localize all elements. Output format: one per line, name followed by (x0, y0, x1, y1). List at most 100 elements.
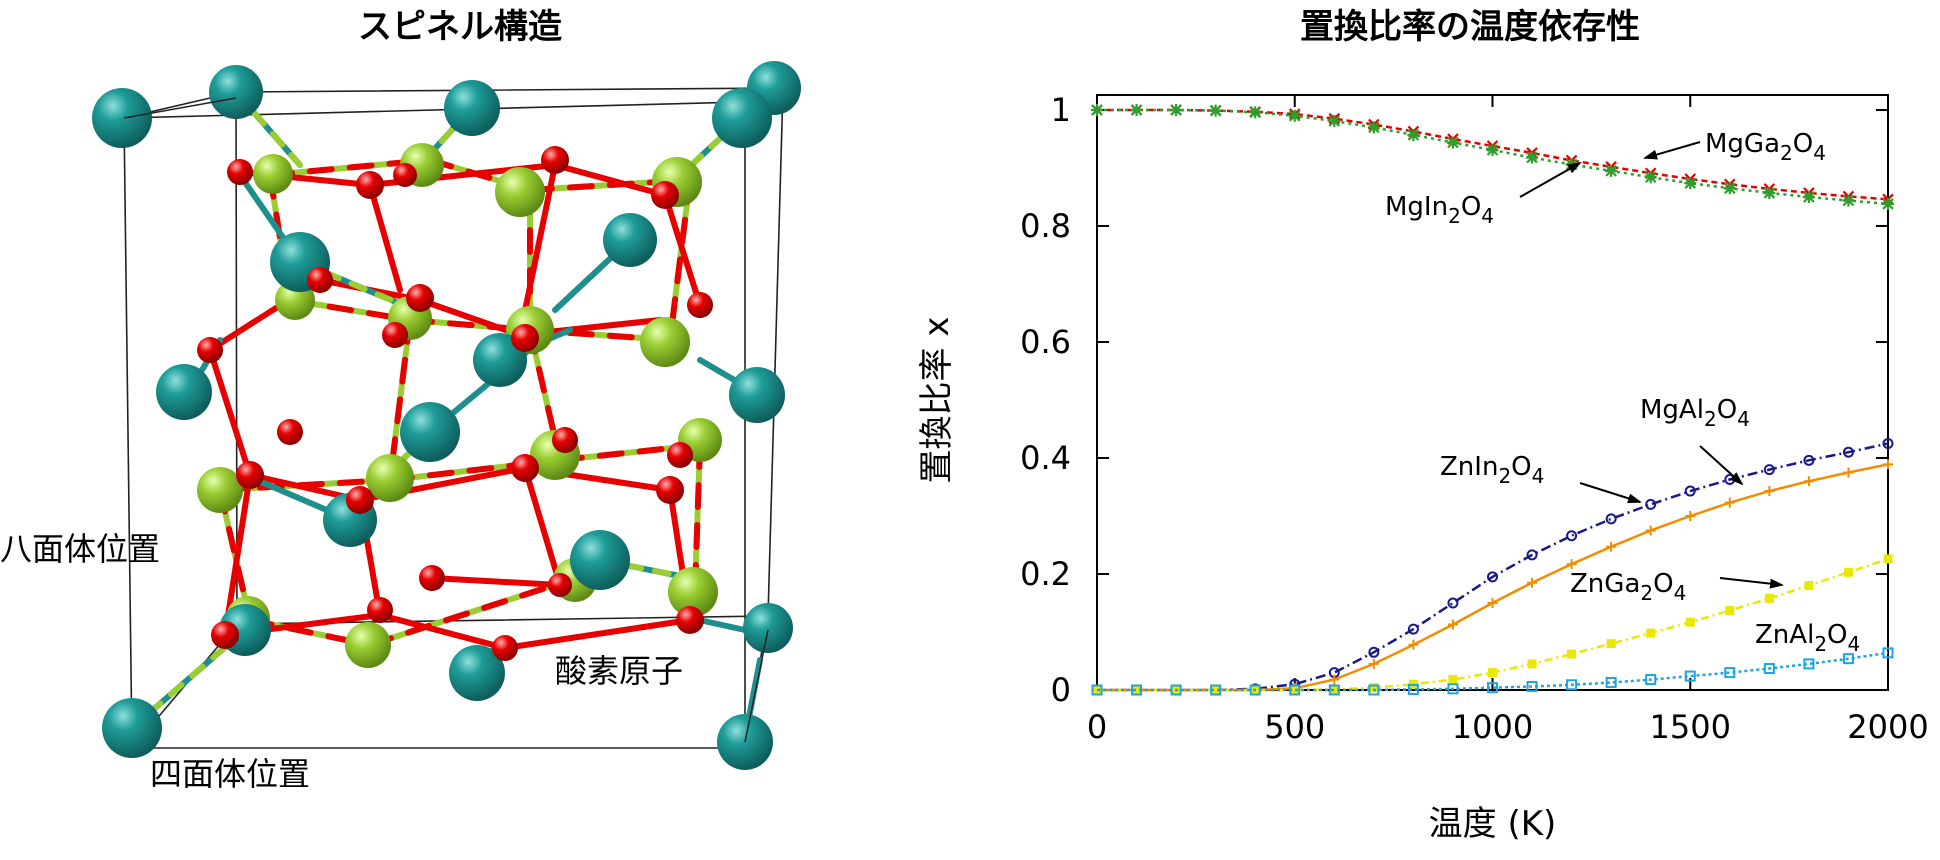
data-point (1407, 128, 1420, 141)
data-point (1763, 186, 1776, 199)
data-point (1645, 674, 1657, 686)
data-point (1567, 649, 1577, 659)
chart-title: 置換比率の温度依存性 (1300, 7, 1640, 47)
annotation-arrow (1519, 162, 1582, 198)
y-tick-label: 0.8 (1020, 207, 1071, 245)
annotation-arrow (1643, 141, 1701, 160)
x-tick-label: 1000 (1452, 708, 1533, 746)
data-point (1170, 104, 1183, 116)
spinel-structure-illustration (92, 61, 801, 770)
data-point (1329, 684, 1339, 694)
data-point (1368, 684, 1380, 696)
data-point (1883, 459, 1893, 470)
data-point (1526, 681, 1538, 693)
series-line (1097, 108, 1889, 201)
data-point (1486, 144, 1499, 157)
data-point (1605, 513, 1617, 525)
data-point (1842, 194, 1855, 207)
data-point (1684, 670, 1696, 682)
oxygen-atoms (197, 146, 713, 661)
data-point (1802, 191, 1815, 203)
data-point (1526, 151, 1539, 164)
data-point (1842, 446, 1854, 458)
data-point (1447, 683, 1459, 695)
y-axis-label: 置換比率 x (917, 317, 957, 484)
data-point (1684, 177, 1697, 190)
data-point (1725, 606, 1735, 616)
data-point (1328, 684, 1340, 696)
data-point (1566, 679, 1578, 691)
data-point (1288, 109, 1301, 122)
series-annotation: MgIn2O4 (1385, 192, 1494, 228)
x-tick-label: 0 (1087, 708, 1107, 746)
annotation-arrow (1719, 577, 1784, 589)
data-point (1842, 653, 1854, 665)
data-point (1605, 676, 1617, 688)
data-point (1487, 598, 1498, 608)
data-point (1764, 593, 1774, 603)
data-point (1091, 104, 1103, 116)
structure-leader-lines (123, 97, 769, 743)
data-point (1369, 683, 1379, 693)
data-point (1447, 597, 1459, 609)
annotation-arrow (1699, 445, 1744, 486)
data-point (1803, 658, 1815, 670)
data-point (1526, 549, 1538, 561)
y-tick-label: 0.2 (1020, 555, 1071, 593)
x-tick-label: 2000 (1847, 708, 1928, 746)
data-point (1843, 467, 1854, 478)
data-point (1211, 685, 1221, 695)
data-point (1249, 106, 1262, 119)
data-point (1368, 658, 1379, 669)
data-point (1882, 197, 1894, 210)
data-point (1170, 684, 1182, 696)
series-line (1097, 108, 1889, 206)
series-annotation: ZnGa2O4 (1570, 569, 1686, 605)
data-point (1843, 567, 1853, 577)
x-tick-label: 1500 (1650, 708, 1731, 746)
data-point (1488, 668, 1497, 678)
tetrahedral-site-label: 四面体位置 (150, 755, 310, 793)
series-annotation: MgAl2O4 (1640, 395, 1750, 431)
series-line (1097, 442, 1889, 692)
data-point (1368, 646, 1380, 658)
data-point (1367, 121, 1380, 134)
data-point (1724, 497, 1735, 508)
data-point (1091, 684, 1103, 696)
data-point (1249, 684, 1261, 696)
data-point (1882, 438, 1894, 449)
data-point (1882, 647, 1894, 659)
data-point (1329, 674, 1340, 685)
y-tick-label: 1 (1051, 91, 1071, 129)
data-point (1645, 498, 1657, 510)
data-point (1645, 525, 1656, 536)
data-point (1763, 663, 1775, 675)
data-point (1407, 683, 1419, 695)
data-point (1605, 164, 1618, 177)
y-tick-label: 0.6 (1020, 323, 1071, 361)
series-annotation: ZnIn2O4 (1440, 452, 1544, 488)
series-hollow-square (1091, 647, 1894, 696)
data-point (1804, 581, 1814, 591)
data-point (1447, 619, 1458, 630)
x-axis-label: 温度 (K) (1429, 804, 1557, 844)
series-annotation: MgGa2O4 (1705, 129, 1826, 165)
series-annotation: ZnAl2O4 (1755, 620, 1860, 656)
data-point (1487, 682, 1498, 694)
data-point (1209, 104, 1222, 117)
data-point (1131, 684, 1143, 696)
data-point (1446, 136, 1459, 149)
data-point (1407, 623, 1419, 635)
data-point (1685, 511, 1696, 521)
oxygen-atom-label: 酸素原子 (555, 652, 683, 690)
data-point (1566, 559, 1577, 570)
y-tick-label: 0.4 (1020, 439, 1071, 477)
data-point (1527, 577, 1538, 588)
data-point (1684, 485, 1696, 497)
data-point (1566, 530, 1578, 542)
data-point (1130, 104, 1143, 116)
data-point (1289, 684, 1301, 696)
data-point (1764, 486, 1775, 497)
